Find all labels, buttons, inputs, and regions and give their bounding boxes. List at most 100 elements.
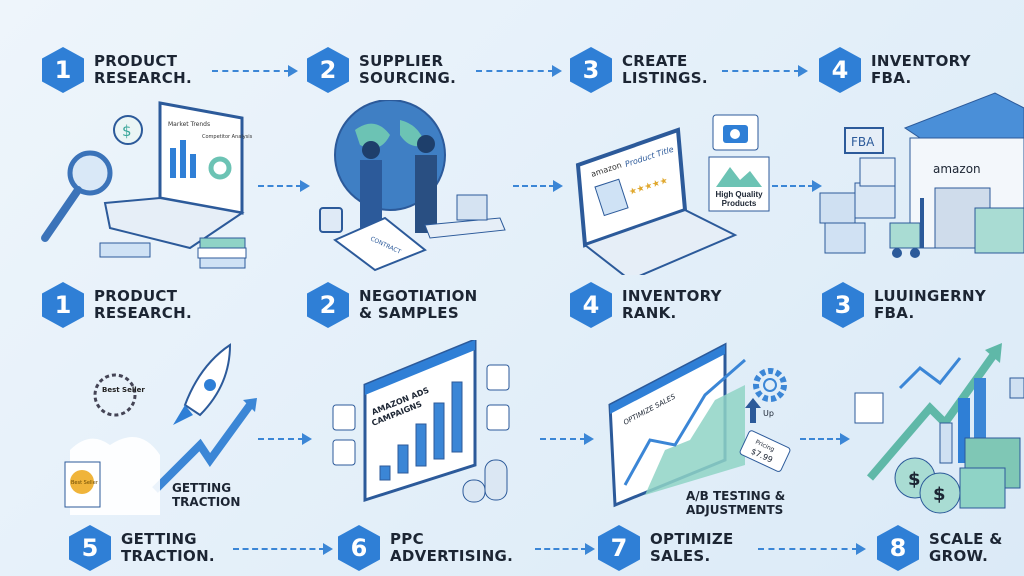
camera-icon xyxy=(712,114,759,151)
ad-bar xyxy=(397,444,409,474)
trend-arrow-icon xyxy=(152,402,254,493)
step-label: SCALE &GROW. xyxy=(929,530,1003,565)
optimize-illustration: OPTIMIZE SALES Up Pricing$7.99 xyxy=(608,342,791,508)
svg-text:Best Seller: Best Seller xyxy=(102,386,145,394)
chart-card-icon xyxy=(332,404,356,431)
cash-stack-icon xyxy=(959,437,1021,509)
svg-text:$: $ xyxy=(908,469,921,490)
research-illustration: Market Trends Competitor Analysis $ xyxy=(41,101,253,269)
sourcing-illustration: CONTRACT xyxy=(319,100,506,272)
mini-chart-icon xyxy=(854,392,884,424)
step-number-badge: 2 xyxy=(307,282,349,328)
book-icon xyxy=(99,242,151,258)
laptop-icon: amazon Product Title ★★★★★ xyxy=(575,127,738,275)
svg-text:Best Seller: Best Seller xyxy=(71,480,99,486)
contract-icon: CONTRACT xyxy=(333,216,427,272)
rocket-icon xyxy=(173,343,232,425)
svg-text:$: $ xyxy=(933,484,946,505)
sales-chart-window-icon: OPTIMIZE SALES xyxy=(608,342,746,508)
ppc-illustration: AMAZON ADS CAMPAIGNS xyxy=(332,340,510,503)
trophy-icon xyxy=(1009,377,1024,399)
step-2-negotiation-samples: 2 NEGOTIATION& SAMPLES xyxy=(307,282,478,328)
step-number-badge: 8 xyxy=(877,525,919,571)
dashed-arrow xyxy=(212,65,298,77)
award-card-icon xyxy=(332,439,356,466)
listing-illustration: amazon Product Title ★★★★★ xyxy=(575,114,770,275)
step-number-badge: 3 xyxy=(822,282,864,328)
up-arrow-icon: Up xyxy=(745,398,774,423)
step-8-scale-grow: 8 SCALE &GROW. xyxy=(877,525,1003,571)
growth-arrow-icon xyxy=(866,350,999,481)
ad-bar xyxy=(451,381,463,453)
svg-text:Market Trends: Market Trends xyxy=(168,121,210,128)
handshake-globe-icon xyxy=(360,135,437,233)
gear-icon xyxy=(753,368,787,402)
laurel-icon: Best Seller xyxy=(93,373,145,417)
svg-text:Up: Up xyxy=(763,409,774,418)
magnifier-icon xyxy=(41,150,113,242)
dashed-arrow xyxy=(258,180,310,192)
step-label: NEGOTIATION& SAMPLES xyxy=(359,287,478,322)
step-number-badge: 3 xyxy=(570,47,612,93)
dashed-arrow xyxy=(800,433,850,445)
step-number-badge: 7 xyxy=(598,525,640,571)
fba-sign-icon: FBA xyxy=(844,127,884,154)
laptop-icon: Market Trends Competitor Analysis xyxy=(103,101,253,250)
step-number-badge: 1 xyxy=(42,47,84,93)
dashed-arrow xyxy=(758,543,866,555)
svg-text:FBA: FBA xyxy=(851,135,875,149)
traction-illustration: Best Seller Best Seller xyxy=(64,343,257,515)
price-tag-icon: Pricing$7.99 xyxy=(739,430,791,472)
dashed-arrow xyxy=(513,180,563,192)
box-icon xyxy=(456,194,488,221)
lightbulb-dollar-icon: $ xyxy=(113,115,143,145)
ad-bar xyxy=(379,465,391,481)
dashed-arrow xyxy=(722,65,808,77)
step-number-badge: 6 xyxy=(338,525,380,571)
svg-text:amazon: amazon xyxy=(933,162,981,176)
dashed-arrow xyxy=(233,543,333,555)
image-icon xyxy=(708,156,770,212)
coin-stack-icon xyxy=(462,459,508,503)
books-icon xyxy=(197,237,247,269)
dashed-arrow xyxy=(540,433,594,445)
monitor-icon: AMAZON ADS CAMPAIGNS xyxy=(363,340,477,503)
photo-caption: High Quality Products xyxy=(715,190,763,208)
dashed-arrow xyxy=(476,65,562,77)
megaphone-icon xyxy=(486,364,510,391)
scale-illustration: $ $ xyxy=(854,343,1024,514)
money-bag-icon: $ $ xyxy=(894,457,961,514)
fba-illustration: amazon FBA xyxy=(819,92,1024,258)
boxes-icon xyxy=(819,157,896,254)
step-number-badge: 1 xyxy=(42,282,84,328)
mug-icon xyxy=(319,207,343,233)
line-graph-icon xyxy=(898,357,962,390)
svg-text:Competitor Analysis: Competitor Analysis xyxy=(202,134,253,140)
ad-bar xyxy=(433,402,445,460)
best-seller-badge-icon: Best Seller xyxy=(64,461,101,508)
ad-bar xyxy=(415,423,427,467)
truck-icon xyxy=(974,207,1024,254)
dashed-arrow xyxy=(258,433,312,445)
